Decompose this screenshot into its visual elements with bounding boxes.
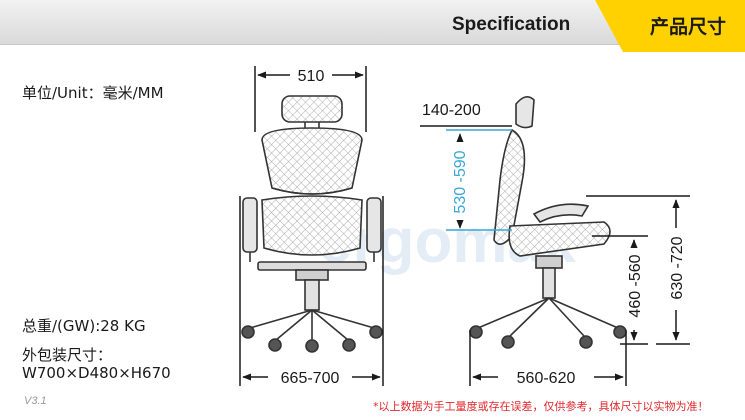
package-size-label: 外包装尺寸：	[22, 346, 113, 364]
unit-label: 单位/Unit：毫米/MM	[22, 84, 164, 102]
back-height-label: 530 -590	[452, 150, 469, 213]
side-base-depth-label: 560-620	[517, 370, 576, 387]
product-size-tab-label: 产品尺寸	[650, 16, 727, 38]
front-base-width-label: 665-700	[281, 370, 340, 387]
back-height-dimension	[446, 129, 512, 231]
arm-height-label: 630 -720	[669, 236, 686, 299]
front-top-width-dimension	[254, 66, 367, 132]
headrest-range-label: 140-200	[422, 102, 481, 119]
product-size-tab	[595, 0, 745, 52]
disclaimer-note: *以上数据为手工量度或存在误差，仅供参考，具体尺寸以实物为准！	[373, 400, 709, 413]
seat-height-label: 460 -560	[627, 254, 644, 317]
side-view-chair	[469, 96, 627, 349]
arm-height-dimension	[586, 195, 690, 345]
specification-title: Specification	[452, 14, 571, 35]
seat-height-dimension	[592, 235, 648, 345]
front-top-width-label: 510	[298, 68, 325, 85]
side-base-depth-dimension	[469, 330, 627, 386]
gross-weight-label: 总重/(GW):28 KG	[22, 317, 146, 335]
version-label: V3.1	[24, 395, 47, 407]
package-size-value: W700×D480×H670	[22, 364, 171, 382]
front-base-width-dimension	[239, 196, 384, 386]
front-view-chair	[241, 95, 383, 353]
